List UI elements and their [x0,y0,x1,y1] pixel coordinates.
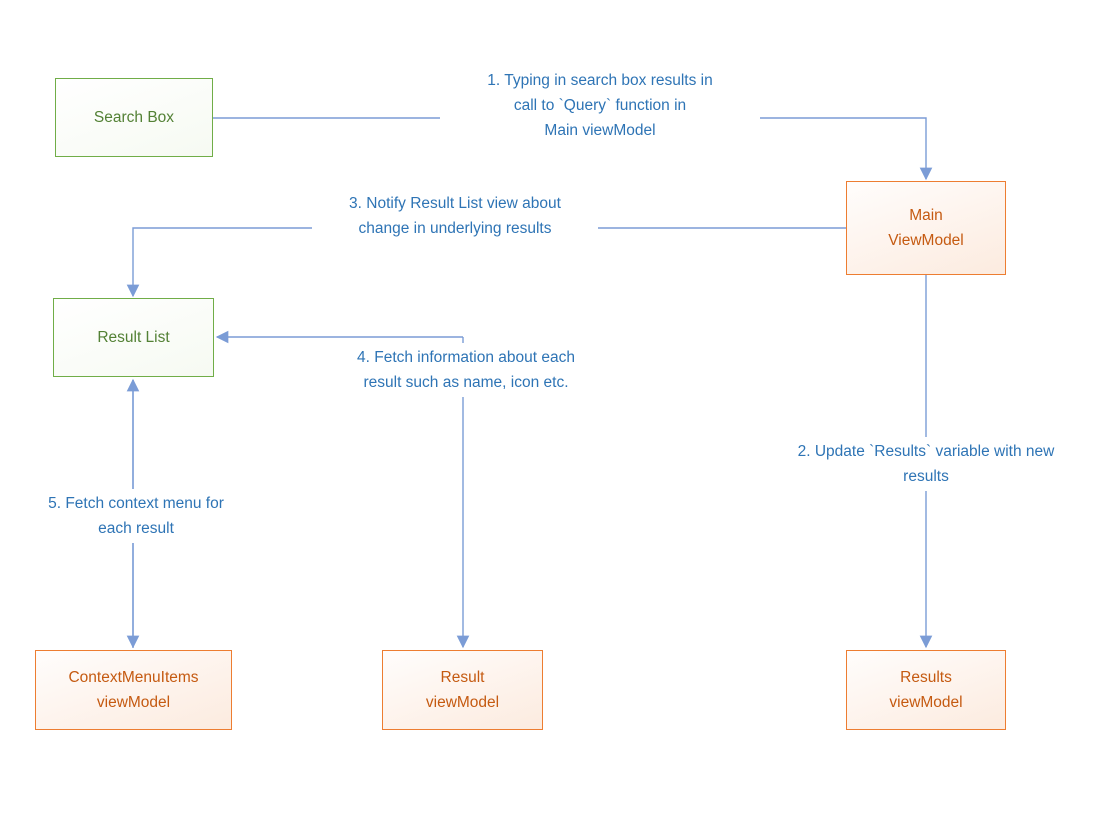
node-result-list-label: Result List [97,329,170,346]
node-results-viewmodel-label: Results viewModel [889,669,963,711]
annotation-step4: 4. Fetch information about each result s… [322,343,610,397]
node-search-box-label: Search Box [93,109,175,126]
node-main-viewmodel: Main ViewModel [846,181,1006,275]
node-result-viewmodel-label: Result viewModel [425,669,500,711]
node-contextmenuitems-viewmodel: ContextMenuItems viewModel [35,650,232,730]
annotation-step2: 2. Update `Results` variable with new re… [756,437,1096,491]
node-main-viewmodel-label: Main ViewModel [888,207,964,249]
annotation-step5: 5. Fetch context menu for each result [21,489,251,543]
node-result-viewmodel: Result viewModel [382,650,543,730]
node-result-list: Result List [53,298,214,377]
annotation-step1: 1. Typing in search box results in call … [440,66,760,145]
annotation-step3: 3. Notify Result List view about change … [312,189,598,243]
node-contextmenuitems-viewmodel-label: ContextMenuItems viewModel [68,669,199,711]
node-search-box: Search Box [55,78,213,157]
node-results-viewmodel: Results viewModel [846,650,1006,730]
